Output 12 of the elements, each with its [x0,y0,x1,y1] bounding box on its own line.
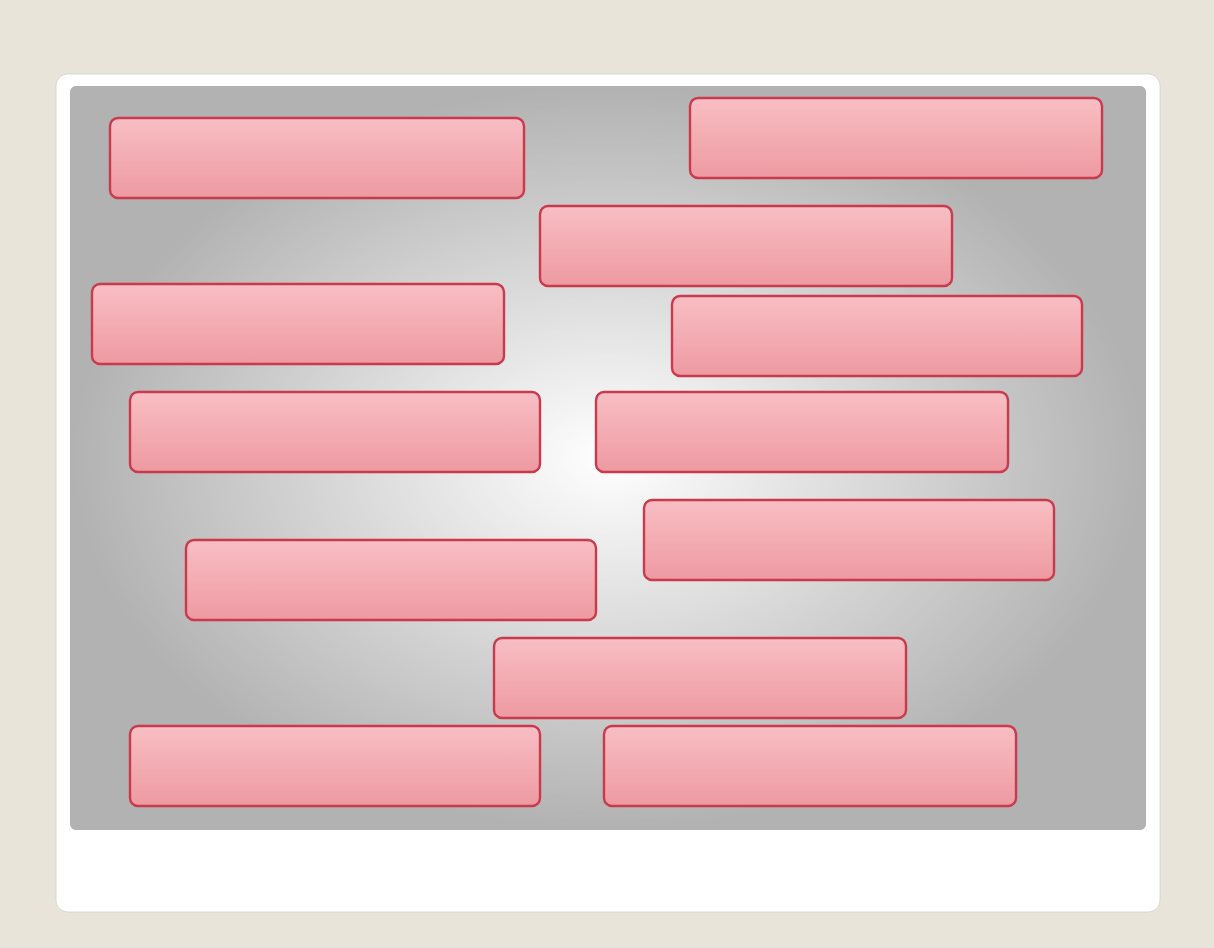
rounded-box [594,390,1010,474]
rounded-box [642,498,1056,582]
rounded-box [128,390,542,474]
rounded-box [670,294,1084,378]
rounded-box [602,724,1018,808]
rounded-box [128,724,542,808]
rounded-box [688,96,1104,180]
rounded-box [538,204,954,288]
rounded-box [108,116,526,200]
rounded-box [184,538,598,622]
rounded-box [492,636,908,720]
rounded-box [90,282,506,366]
